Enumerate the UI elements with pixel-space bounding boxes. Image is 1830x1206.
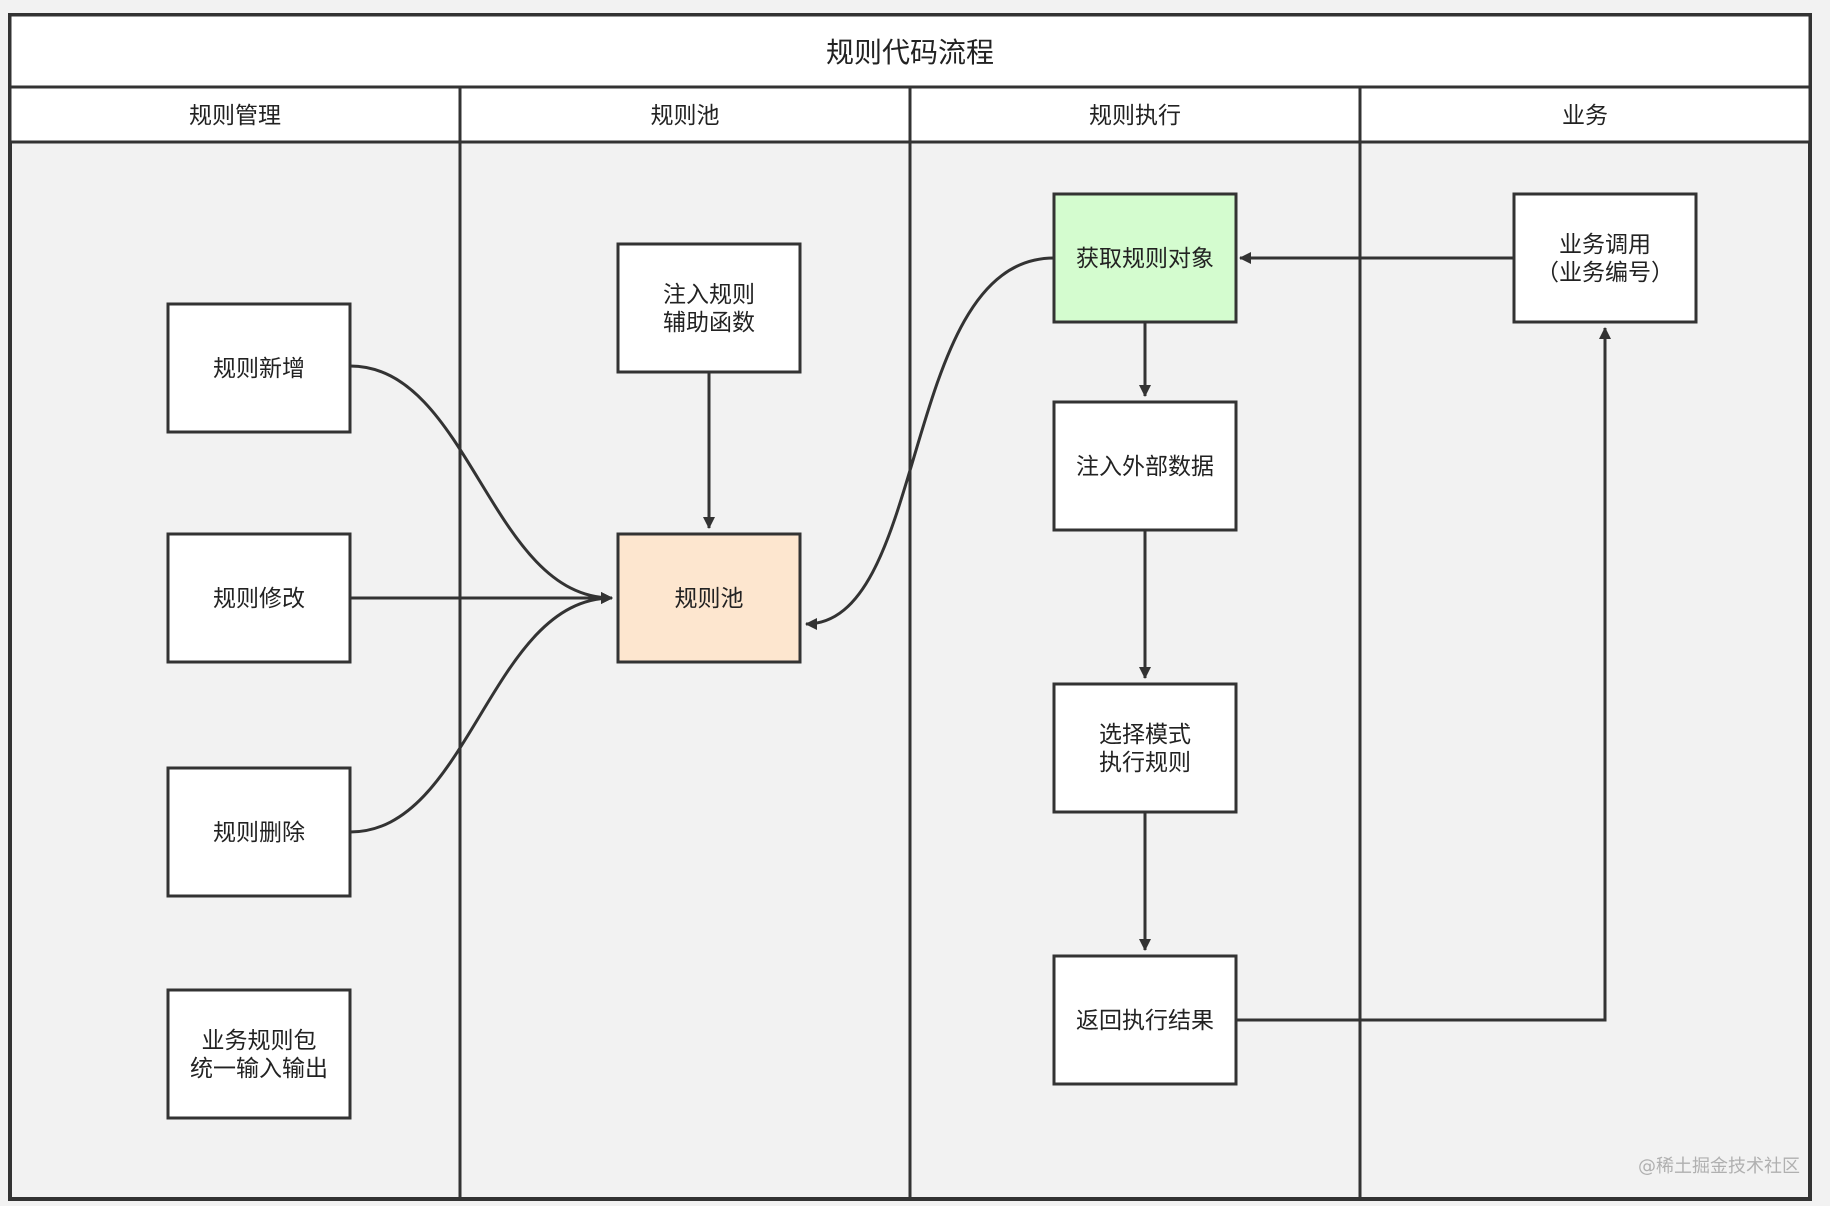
node-label: 业务规则包 xyxy=(202,1028,317,1054)
node-inject-data: 注入外部数据 xyxy=(1052,400,1238,532)
node-box xyxy=(166,302,352,434)
node-box xyxy=(616,532,802,664)
lane-label-business: 业务 xyxy=(1562,103,1608,129)
node-label: 业务调用 xyxy=(1559,232,1651,258)
edge-rule-add-to-rule-pool xyxy=(349,364,613,604)
node-label: 统一输入输出 xyxy=(190,1056,328,1082)
node-rule-modify: 规则修改 xyxy=(166,532,352,664)
node-rule-pool: 规则池 xyxy=(616,532,802,664)
edge-rule-delete-to-rule-pool xyxy=(349,592,613,834)
node-label: 规则修改 xyxy=(213,586,305,612)
node-fetch-rule: 获取规则对象 xyxy=(1052,192,1238,324)
node-rule-add: 规则新增 xyxy=(166,302,352,434)
node-label: 注入外部数据 xyxy=(1076,454,1214,480)
node-label: 执行规则 xyxy=(1099,750,1191,776)
node-business-call: 业务调用（业务编号） xyxy=(1512,192,1698,324)
node-label: 规则新增 xyxy=(213,356,305,382)
node-label: 注入规则 xyxy=(663,282,755,308)
node-label: 选择模式 xyxy=(1099,722,1191,748)
lane-label-rule-management: 规则管理 xyxy=(189,103,281,129)
node-rule-delete: 规则删除 xyxy=(166,766,352,898)
node-box xyxy=(1512,192,1698,324)
title-band xyxy=(8,13,1812,89)
edge-return-result-to-business-call xyxy=(1236,327,1611,1022)
node-box xyxy=(1052,192,1238,324)
node-label: 规则池 xyxy=(675,586,744,612)
edges-layer xyxy=(349,252,1611,1022)
watermark: @稀土掘金技术社区 xyxy=(1638,1156,1800,1177)
node-return-result: 返回执行结果 xyxy=(1052,954,1238,1086)
lane-label-rule-execution: 规则执行 xyxy=(1089,103,1181,129)
node-box xyxy=(166,766,352,898)
node-box xyxy=(1052,400,1238,532)
lane-headers: 规则管理 规则池 规则执行 业务 xyxy=(8,85,1812,144)
node-label: 规则删除 xyxy=(213,820,305,846)
node-label: 辅助函数 xyxy=(663,310,755,336)
diagram-title: 规则代码流程 xyxy=(826,36,994,69)
lane-header-rule-management xyxy=(8,85,462,144)
lane-label-rule-pool: 规则池 xyxy=(651,103,720,129)
node-label: 返回执行结果 xyxy=(1076,1008,1214,1034)
node-box xyxy=(1052,954,1238,1086)
lane-header-rule-execution xyxy=(908,85,1362,144)
node-box xyxy=(166,988,352,1120)
edge-fetch-rule-to-rule-pool xyxy=(805,256,1055,630)
node-box xyxy=(616,242,802,374)
node-label: 获取规则对象 xyxy=(1076,246,1214,272)
node-box xyxy=(166,532,352,664)
node-label: （业务编号） xyxy=(1536,260,1674,286)
node-box xyxy=(1052,682,1238,814)
